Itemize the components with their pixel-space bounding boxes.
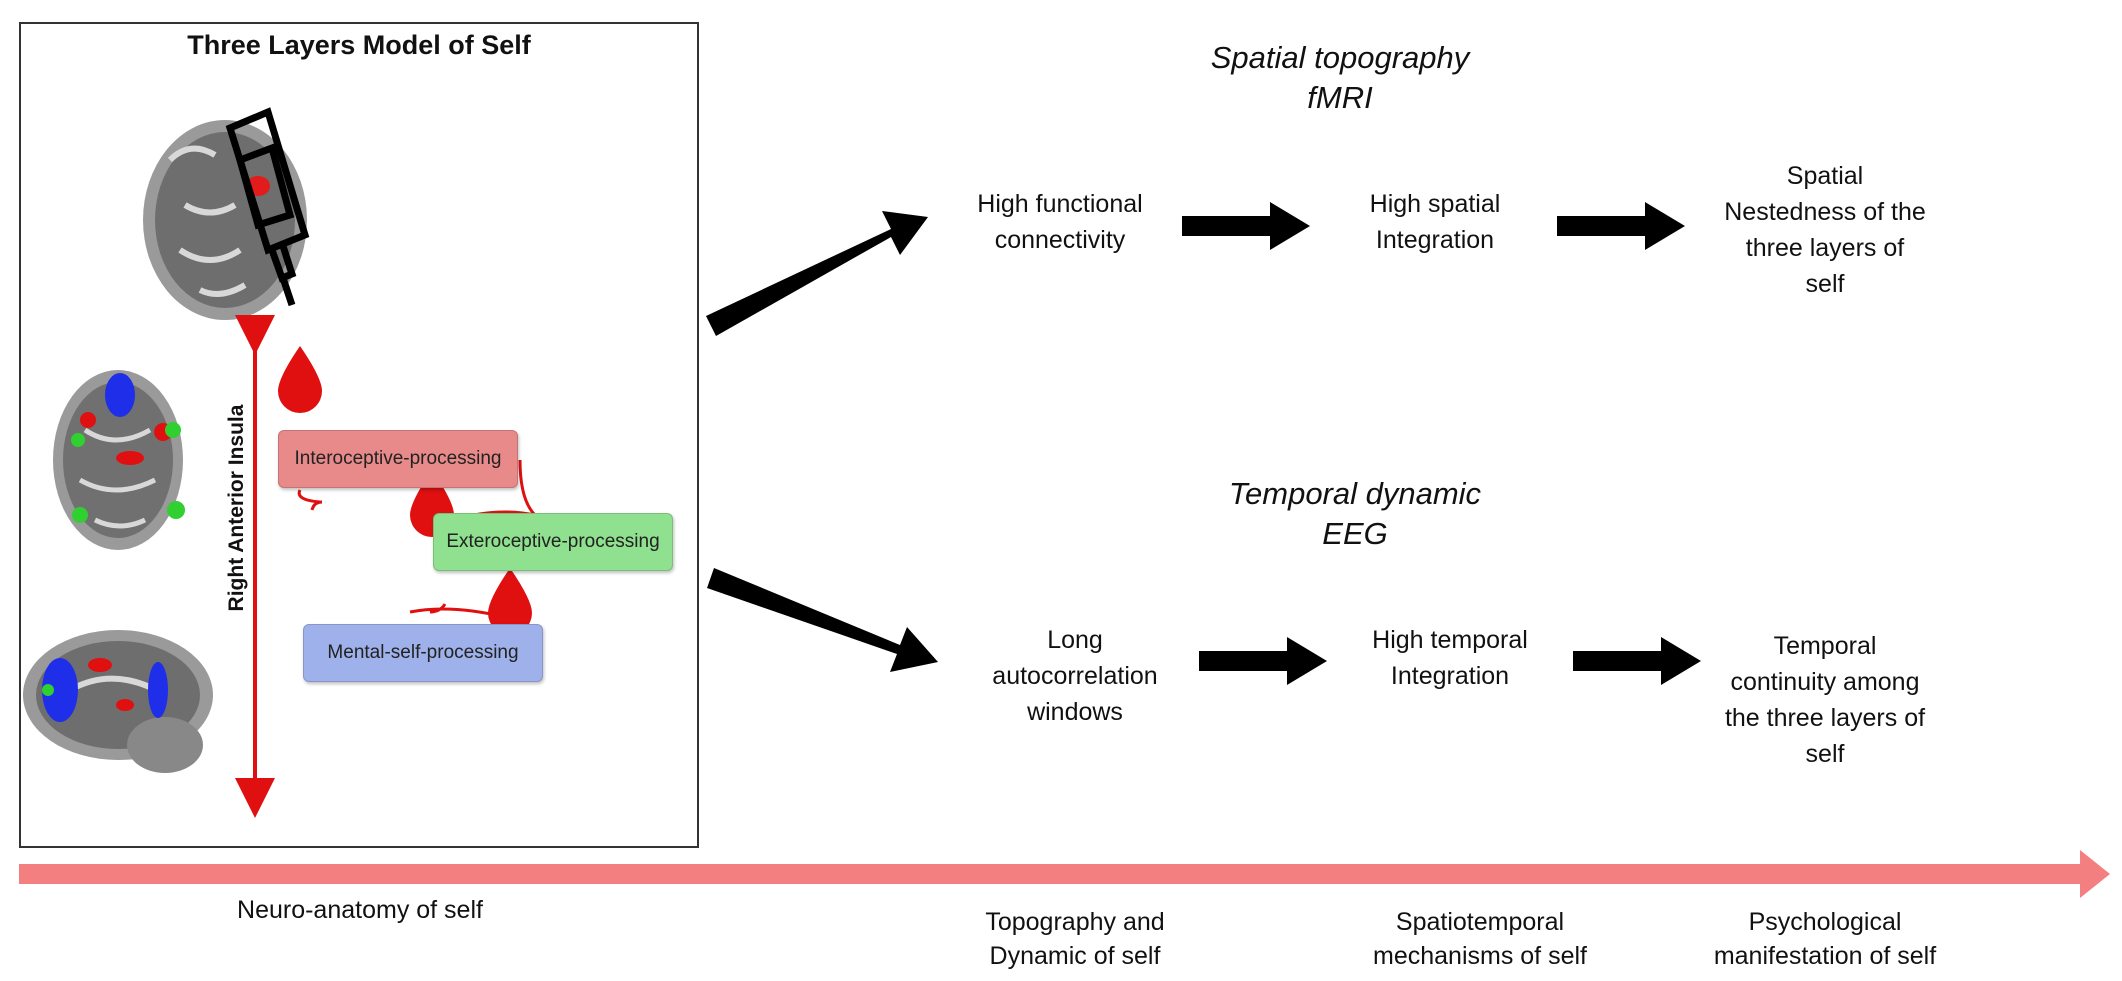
interoceptive-box: Interoceptive-processing [278, 430, 518, 488]
sagittal-brain [23, 630, 213, 773]
timeline-arrow [19, 850, 2110, 898]
right-anterior-insula-label: Right Anterior Insula [225, 404, 248, 612]
model-title: Three Layers Model of Self [187, 30, 531, 60]
mental-self-box: Mental-self-processing [303, 624, 543, 682]
flow-arrows [706, 202, 1701, 685]
drop-icon [278, 346, 532, 635]
temporal-heading: Temporal dynamic EEG [1228, 476, 1482, 551]
axial-brain-top [143, 120, 307, 320]
spatial-heading: Spatial topography fMRI [1210, 40, 1470, 115]
axial-brain-middle [53, 370, 185, 550]
exteroceptive-box: Exteroceptive-processing [433, 513, 673, 571]
dropper-icon [225, 107, 310, 307]
bottom-label: Neuro-anatomy of self [237, 896, 483, 924]
